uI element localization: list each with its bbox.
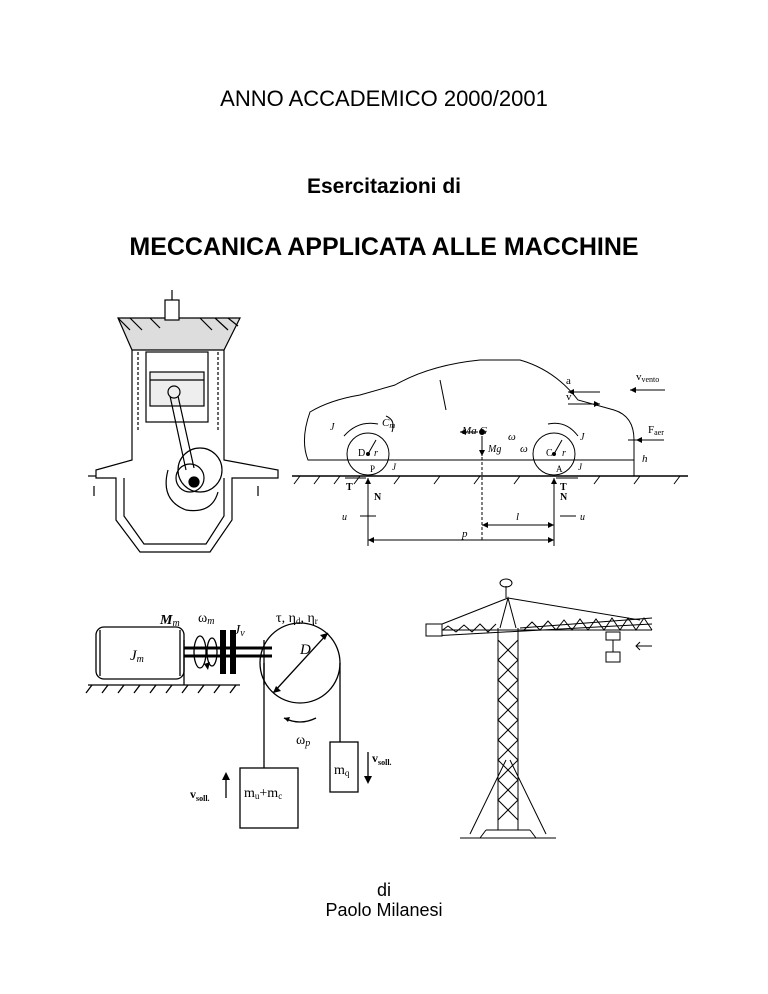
- hoist-label-efficiency: τ, ηd, ηr: [276, 611, 318, 626]
- car-label-tp: T: [346, 482, 353, 493]
- car-label-r-left: r: [374, 448, 378, 459]
- hoist-label-mm: Mm: [159, 613, 180, 629]
- car-label-c: C: [546, 448, 553, 459]
- car-label-p-dist: p: [461, 528, 468, 540]
- hoist-label-wm: ωm: [198, 611, 214, 627]
- car-label-v: v: [566, 391, 572, 403]
- car-label-ta: T: [560, 482, 567, 493]
- car-label-d: D: [358, 448, 365, 459]
- car-label-l: l: [516, 511, 519, 523]
- document-title: MECCANICA APPLICATA ALLE MACCHINE: [129, 233, 639, 261]
- hoist-label-vsoll-right: vsoll.: [372, 751, 392, 767]
- car-label-wa: ω: [520, 443, 528, 455]
- hoist-label-jv: Jv: [234, 623, 245, 639]
- car-label-jr-right: J: [580, 432, 585, 443]
- hoist-label-vsoll-left: vsoll.: [190, 787, 210, 803]
- hoist-label-mu-mc: mu+mc: [244, 786, 282, 801]
- author-name: Paolo Milanesi: [325, 900, 443, 920]
- engine-illustration: [88, 290, 279, 553]
- hoist-label-wp: ωp: [296, 733, 310, 749]
- car-label-u-right: u: [580, 512, 585, 523]
- car-label-vvento: vvento: [636, 371, 659, 384]
- academic-year: ANNO ACCADEMICO 2000/2001: [220, 86, 548, 111]
- car-label-p: P: [370, 464, 375, 474]
- hoist-illustration: Mm ωm Jv τ, ηd, ηr Jm D ωp mq mu+mc vsol…: [85, 611, 392, 829]
- hoist-label-d: D: [299, 642, 311, 658]
- car-label-mg: Mg: [487, 444, 501, 455]
- car-label-r-right: r: [562, 448, 566, 459]
- car-label-na: N: [560, 492, 568, 503]
- hoist-label-jm: Jm: [130, 648, 144, 665]
- car-illustration: a v vvento Faer J Cm Ma G Mg ω ω J D r C…: [292, 359, 688, 546]
- car-label-a: a: [566, 375, 571, 387]
- subtitle: Esercitazioni di: [306, 175, 462, 198]
- car-label-jr-left: J: [330, 422, 335, 433]
- car-label-ma-g: Ma G: [461, 425, 487, 437]
- car-label-h: h: [642, 453, 648, 465]
- car-label-u-left: u: [342, 512, 347, 523]
- car-label-jr-p: J: [392, 462, 397, 472]
- car-label-cm: Cm: [382, 417, 395, 430]
- hoist-label-mq: mq: [334, 763, 350, 778]
- car-label-a-point: A: [556, 464, 563, 474]
- car-label-wp: ω: [508, 431, 516, 443]
- by-label: di: [376, 880, 391, 900]
- car-label-jr-a: J: [578, 462, 583, 472]
- tower-crane-illustration: [425, 578, 653, 839]
- car-label-np: N: [374, 492, 382, 503]
- car-label-faer: Faer: [648, 424, 664, 437]
